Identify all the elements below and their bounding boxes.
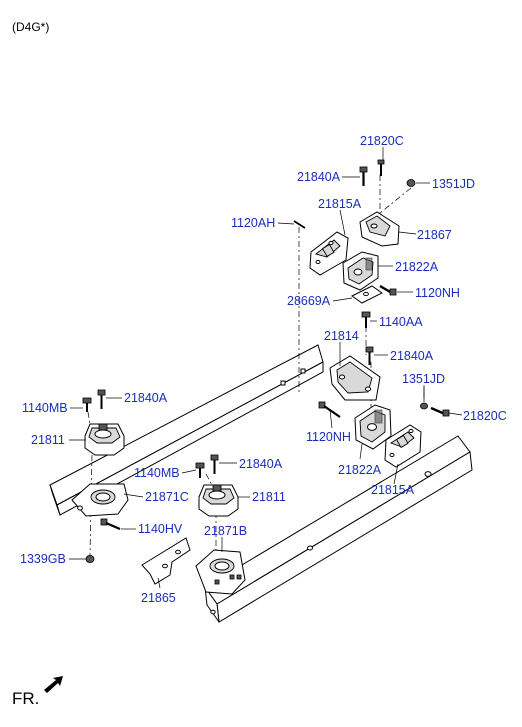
label-1120ah[interactable]: 1120AH <box>231 216 275 230</box>
label-21820c-mid[interactable]: 21820C <box>463 409 507 423</box>
label-21840a-top[interactable]: 21840A <box>297 170 341 184</box>
bolt-21820c-mid-icon <box>430 406 450 417</box>
label-21822a-mid[interactable]: 21822A <box>338 463 382 477</box>
mount-21811-center <box>198 484 239 517</box>
bolt-1140mb-left-icon <box>82 397 92 412</box>
label-21815a-top[interactable]: 21815A <box>318 197 362 211</box>
label-21840a-left[interactable]: 21840A <box>124 391 168 405</box>
plate-28669a <box>351 285 383 304</box>
label-1140mb-left[interactable]: 1140MB <box>22 401 68 415</box>
nut-1351jd-top-icon <box>406 179 416 187</box>
label-21871c[interactable]: 21871C <box>145 490 189 504</box>
label-1120nh-top[interactable]: 1120NH <box>415 286 460 300</box>
label-1120nh-mid[interactable]: 1120NH <box>306 430 351 444</box>
bolt-1140mb-center-icon <box>195 462 205 478</box>
label-28669a[interactable]: 28669A <box>287 294 331 308</box>
bolt-21820c-top-icon <box>377 159 385 176</box>
label-21820c-top[interactable]: 21820C <box>360 134 404 148</box>
bolt-1140aa-icon <box>361 311 371 328</box>
engine-code: (D4G*) <box>12 20 49 34</box>
label-21814[interactable]: 21814 <box>324 329 359 343</box>
label-21865[interactable]: 21865 <box>141 591 176 605</box>
front-direction-label: FR. <box>12 689 39 708</box>
bracket-21814 <box>329 355 381 401</box>
leader-lines <box>69 147 463 589</box>
label-21815a-mid[interactable]: 21815A <box>371 483 415 497</box>
mount-21811-left <box>84 423 125 456</box>
label-1140aa[interactable]: 1140AA <box>379 315 423 329</box>
part-labels: 21820C 21840A 1351JD 21815A 1120AH 21867… <box>20 134 507 605</box>
bracket-21871b <box>195 549 246 595</box>
bracket-21815a-top <box>309 231 349 276</box>
bolt-1120nh-top-icon <box>379 284 397 296</box>
insulator-21822a-mid <box>354 404 392 450</box>
label-21840a-center[interactable]: 21840A <box>239 457 283 471</box>
label-21871b[interactable]: 21871B <box>204 524 247 538</box>
label-1339gb[interactable]: 1339GB <box>20 552 66 566</box>
pin-1120ah-icon <box>293 220 306 229</box>
label-21840a-mid[interactable]: 21840A <box>390 349 434 363</box>
bolt-1120nh-mid-icon <box>318 401 341 418</box>
left-frame-rail <box>49 344 324 516</box>
bolt-21840a-center-icon <box>210 454 219 474</box>
label-1351jd-top[interactable]: 1351JD <box>432 177 475 191</box>
label-21822a-top[interactable]: 21822A <box>395 260 439 274</box>
bolt-1140hv-icon <box>100 518 121 531</box>
bolt-21840a-mid-icon <box>365 346 374 365</box>
label-21811-center[interactable]: 21811 <box>252 490 286 504</box>
nut-1339gb-icon <box>85 555 95 564</box>
bolt-21840a-left-icon <box>97 389 106 409</box>
right-frame-rail <box>204 435 473 623</box>
insulator-21822a-top <box>342 251 379 291</box>
label-21811-left[interactable]: 21811 <box>31 433 65 447</box>
bolt-21840a-top-icon <box>359 166 368 186</box>
bracket-21865 <box>141 537 191 585</box>
front-arrow-icon <box>44 676 63 693</box>
bracket-21867 <box>359 211 400 247</box>
label-1140mb-center[interactable]: 1140MB <box>134 466 180 480</box>
label-21867[interactable]: 21867 <box>417 228 452 242</box>
bracket-21815a-mid <box>384 424 422 468</box>
label-1351jd-mid[interactable]: 1351JD <box>402 372 445 386</box>
bracket-21871c <box>71 483 129 517</box>
label-1140hv[interactable]: 1140HV <box>138 522 183 536</box>
